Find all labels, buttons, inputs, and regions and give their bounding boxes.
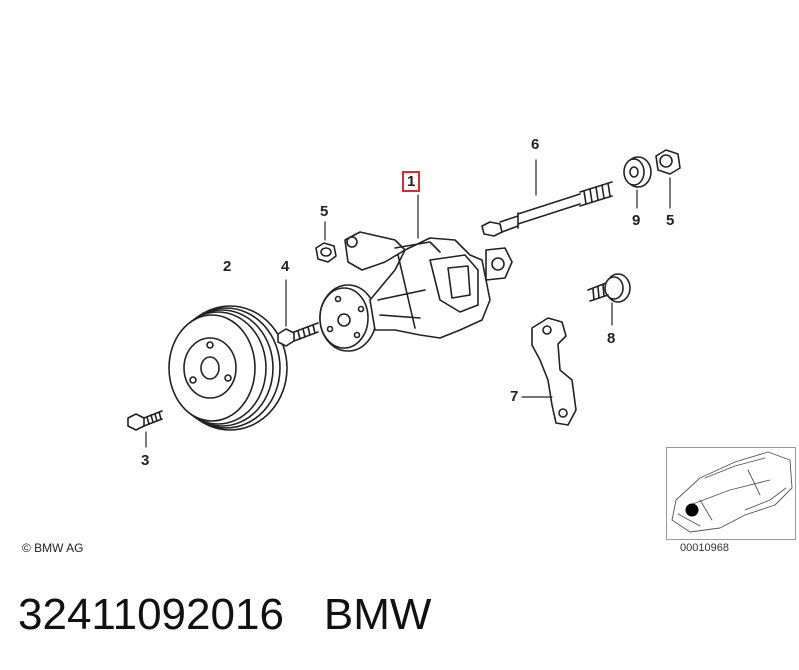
location-dot (685, 503, 699, 517)
callout-part-1[interactable]: 1 (401, 171, 421, 192)
nut-part-5-left (315, 221, 337, 263)
callout-part-2[interactable]: 2 (223, 258, 232, 275)
bracket-part-7 (521, 317, 577, 426)
bolt-part-4 (277, 279, 319, 347)
callout-part-9[interactable]: 9 (632, 212, 641, 229)
nut-part-5-right (655, 149, 681, 209)
bolt-part-3 (127, 410, 163, 448)
brand-name: BMW (323, 590, 432, 639)
stud-part-6 (481, 159, 613, 237)
water-pump-part-1 (319, 194, 513, 352)
copyright-notice: © BMW AG (22, 541, 84, 555)
callout-part-6[interactable]: 6 (531, 136, 540, 153)
parts-diagram (127, 149, 793, 533)
callout-part-5-right[interactable]: 5 (666, 212, 675, 229)
bolt-part-8 (587, 273, 631, 326)
part-number: 32411092016 (18, 590, 284, 639)
callout-part-8[interactable]: 8 (607, 330, 616, 347)
thumbnail-frame (666, 447, 796, 540)
callout-part-4[interactable]: 4 (281, 258, 290, 275)
thumbnail-reference-number: 00010968 (680, 542, 729, 554)
callout-part-5-left[interactable]: 5 (320, 203, 329, 220)
callout-part-7[interactable]: 7 (510, 388, 519, 405)
washer-part-9 (623, 156, 652, 209)
vehicle-location-thumbnail (671, 451, 793, 533)
callout-part-3[interactable]: 3 (141, 452, 150, 469)
pulley-part-2 (168, 305, 288, 431)
part-caption: 32411092016 BMW (18, 590, 431, 640)
